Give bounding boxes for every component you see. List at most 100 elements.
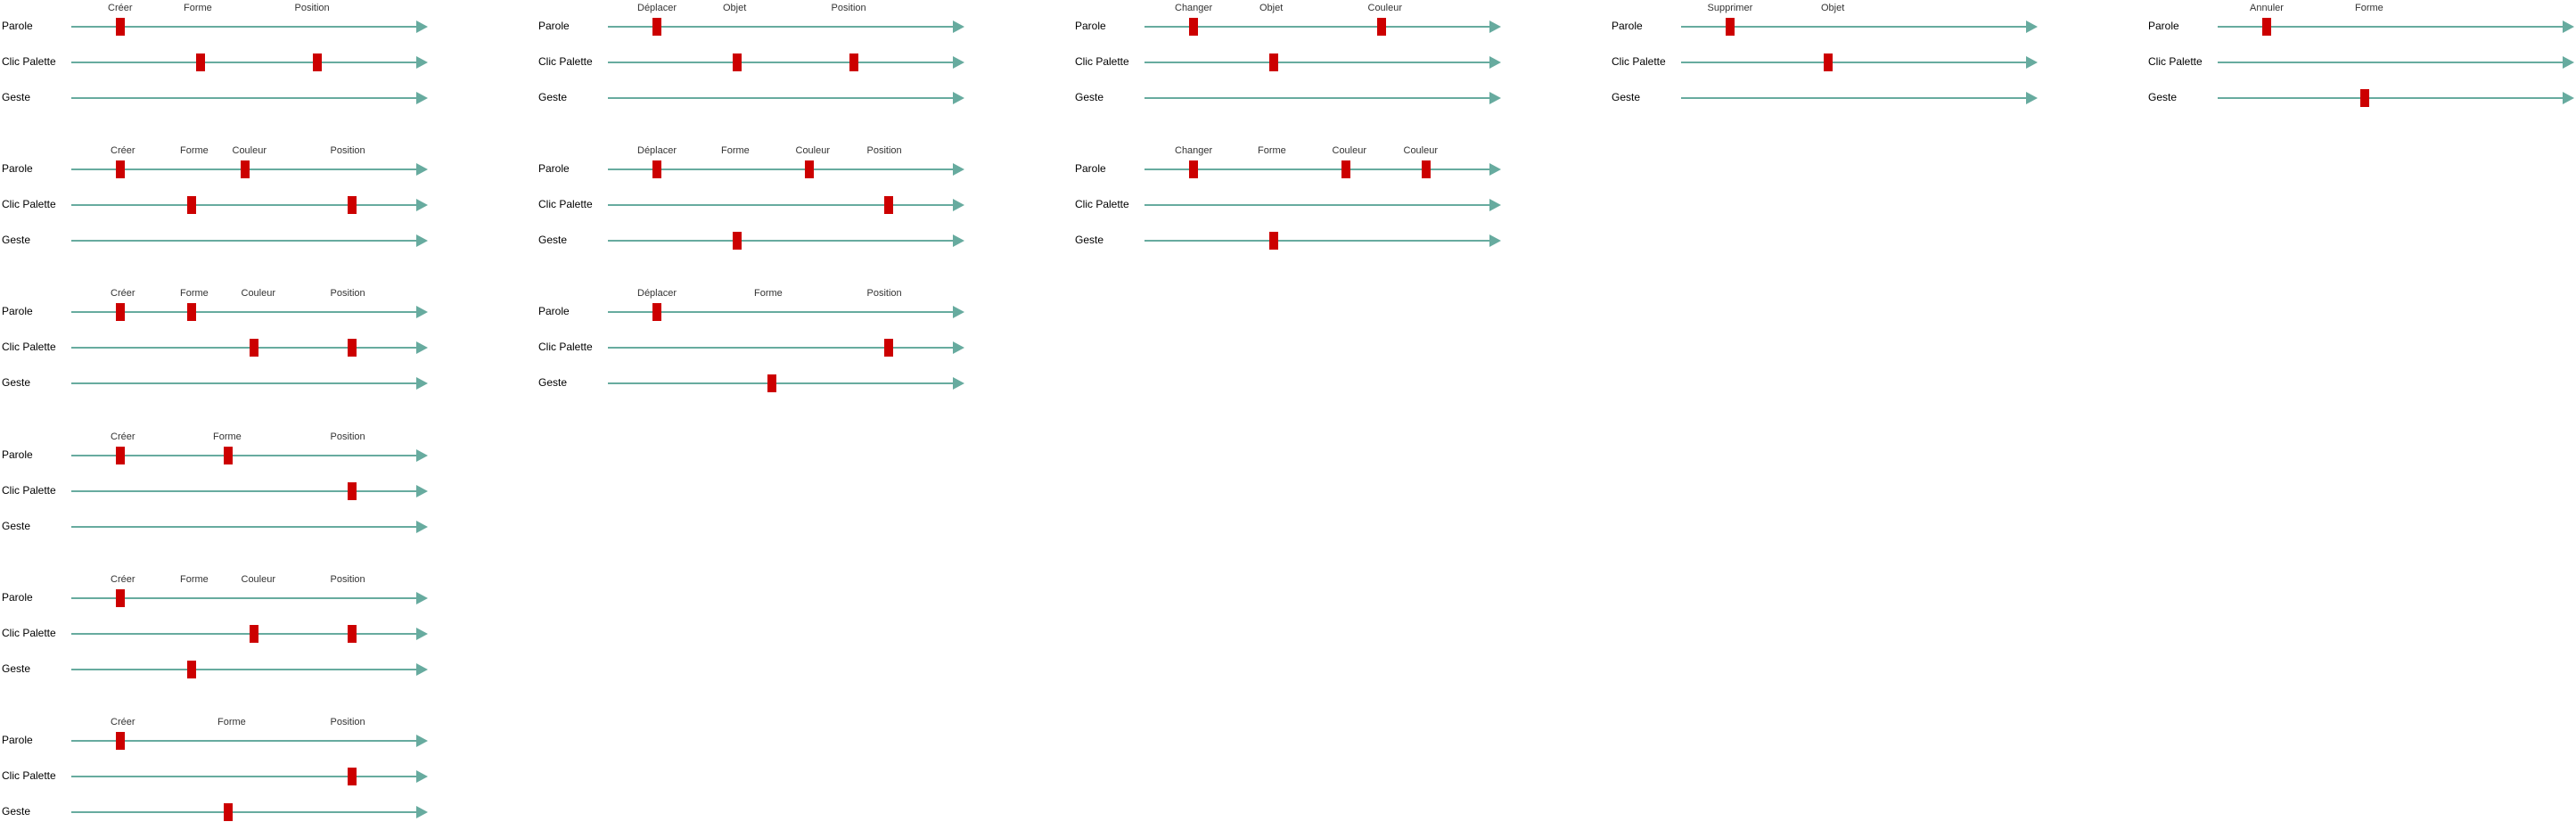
- modality-label: Parole: [1075, 20, 1106, 32]
- event-marker: [348, 196, 357, 214]
- event-marker: [2360, 89, 2369, 107]
- event-label: Forme: [754, 288, 783, 299]
- timeline-arrow-line: [608, 168, 954, 170]
- event-label: Forme: [184, 3, 212, 13]
- event-label: Forme: [721, 145, 750, 156]
- modality-label: Clic Palette: [538, 55, 593, 68]
- timeline-arrow-line: [71, 97, 417, 99]
- arrowhead-icon: [416, 199, 428, 211]
- timeline-arrow-line: [71, 811, 417, 813]
- event-marker: [733, 53, 742, 71]
- arrowhead-icon: [953, 56, 964, 69]
- modality-label: Clic Palette: [2, 484, 56, 497]
- event-label: Créer: [111, 717, 135, 727]
- event-marker: [1269, 232, 1278, 250]
- arrowhead-icon: [416, 592, 428, 604]
- arrowhead-icon: [416, 21, 428, 33]
- arrowhead-icon: [1489, 92, 1501, 104]
- event-marker: [348, 768, 357, 785]
- event-marker: [116, 732, 125, 750]
- event-marker: [250, 339, 258, 357]
- modality-label: Clic Palette: [2, 769, 56, 782]
- timeline-arrow-line: [71, 62, 417, 63]
- timeline-arrow-line: [608, 204, 954, 206]
- arrowhead-icon: [416, 806, 428, 818]
- timeline-arrow-line: [608, 382, 954, 384]
- timeline-arrow-line: [2218, 62, 2564, 63]
- event-marker: [1189, 18, 1198, 36]
- modality-label: Clic Palette: [2, 627, 56, 639]
- event-label: Couleur: [1403, 145, 1439, 156]
- event-label: Changer: [1175, 3, 1213, 13]
- event-label: Objet: [1821, 3, 1845, 13]
- event-marker: [1726, 18, 1735, 36]
- arrowhead-icon: [416, 234, 428, 247]
- timeline-arrow-line: [2218, 26, 2564, 28]
- modality-label: Clic Palette: [538, 341, 593, 353]
- event-marker: [652, 160, 661, 178]
- event-label: Créer: [111, 574, 135, 585]
- event-marker: [1824, 53, 1833, 71]
- event-label: Déplacer: [637, 288, 677, 299]
- event-marker: [116, 447, 125, 464]
- timeline-arrow-line: [71, 776, 417, 777]
- event-label: Couleur: [232, 145, 267, 156]
- modality-label: Clic Palette: [2, 198, 56, 210]
- modality-label: Parole: [2, 448, 33, 461]
- event-label: Position: [330, 717, 365, 727]
- arrowhead-icon: [416, 521, 428, 533]
- arrowhead-icon: [1489, 199, 1501, 211]
- event-label: Forme: [1258, 145, 1286, 156]
- event-marker: [849, 53, 858, 71]
- modality-label: Geste: [2, 234, 31, 246]
- timeline-arrow-line: [1144, 240, 1490, 242]
- arrowhead-icon: [416, 341, 428, 354]
- timeline-arrow-line: [1144, 62, 1490, 63]
- arrowhead-icon: [953, 92, 964, 104]
- modality-label: Geste: [2148, 91, 2178, 103]
- event-label: Couleur: [241, 288, 276, 299]
- modality-label: Geste: [538, 234, 568, 246]
- event-marker: [116, 18, 125, 36]
- arrowhead-icon: [416, 628, 428, 640]
- modality-label: Geste: [2, 520, 31, 532]
- event-label: Couleur: [795, 145, 831, 156]
- event-marker: [116, 589, 125, 607]
- arrowhead-icon: [953, 21, 964, 33]
- timeline-arrow-line: [71, 597, 417, 599]
- timeline-arrow-line: [71, 382, 417, 384]
- event-label: Objet: [1259, 3, 1284, 13]
- event-marker: [884, 196, 893, 214]
- modality-label: Parole: [2, 591, 33, 604]
- modality-label: Parole: [538, 20, 570, 32]
- arrowhead-icon: [2026, 21, 2038, 33]
- event-marker: [652, 18, 661, 36]
- timeline-arrow-line: [71, 526, 417, 528]
- event-marker: [224, 447, 233, 464]
- timeline-arrow-line: [1144, 26, 1490, 28]
- modality-label: Clic Palette: [1075, 55, 1129, 68]
- arrowhead-icon: [2563, 21, 2574, 33]
- timeline-arrow-line: [71, 240, 417, 242]
- arrowhead-icon: [953, 306, 964, 318]
- timeline-arrow-line: [71, 204, 417, 206]
- arrowhead-icon: [416, 306, 428, 318]
- arrowhead-icon: [953, 377, 964, 390]
- event-label: Couleur: [1332, 145, 1367, 156]
- event-marker: [1422, 160, 1431, 178]
- event-marker: [187, 303, 196, 321]
- event-label: Changer: [1175, 145, 1213, 156]
- event-label: Forme: [2355, 3, 2383, 13]
- event-label: Créer: [111, 431, 135, 442]
- event-label: Forme: [180, 288, 209, 299]
- modality-label: Parole: [2, 162, 33, 175]
- timeline-arrow-line: [608, 62, 954, 63]
- event-label: Position: [866, 288, 902, 299]
- arrowhead-icon: [1489, 163, 1501, 176]
